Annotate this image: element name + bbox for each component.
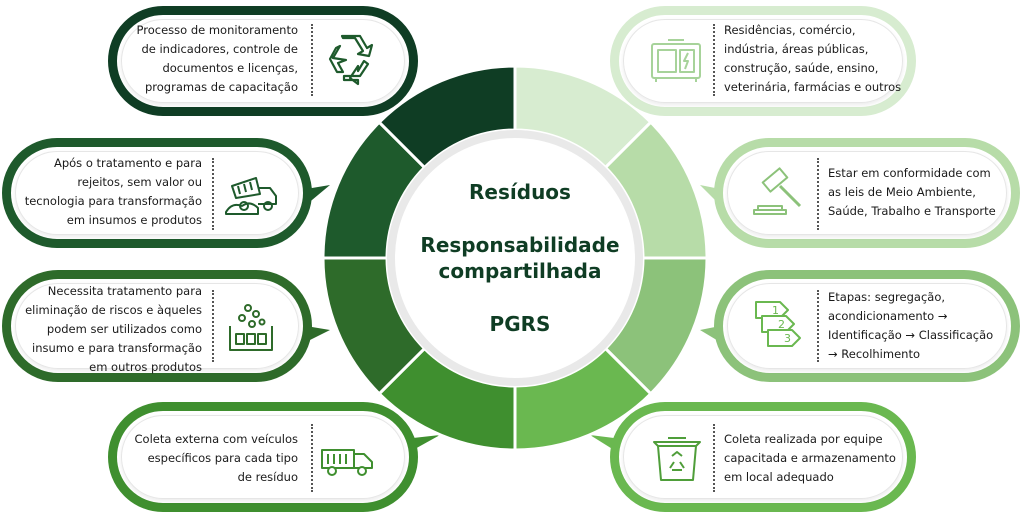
step-number-2: 2 [778,318,785,331]
right-box-1-text: Residências, comércio,indústria, áreas p… [724,23,902,94]
gavel-icon [753,167,802,215]
dump-truck-icon [225,177,277,215]
right-box-3 [714,270,1020,382]
right-box-3-text: Etapas: segregação,acondicionamento → Id… [828,290,994,361]
center-title-residuos: Resíduos [469,180,571,204]
right-box-1 [610,6,916,116]
waste-treatment-icon [229,304,273,351]
left-box-1 [108,6,418,116]
truck-icon [321,449,373,476]
right-box-4 [610,402,916,512]
recycle-bin-icon [653,437,701,481]
center-title-responsabilidade: Responsabilidade compartilhada [420,233,620,283]
right-box-2 [714,138,1020,248]
left-box-3 [2,270,312,382]
recycle-icon [328,34,374,86]
step-number-1: 1 [772,304,779,317]
center-circle [395,138,635,378]
steps-icon: 1 2 3 [755,301,801,347]
generator-icon [651,39,701,82]
center-title-pgrs: PGRS [489,312,551,336]
step-number-3: 3 [784,332,791,345]
